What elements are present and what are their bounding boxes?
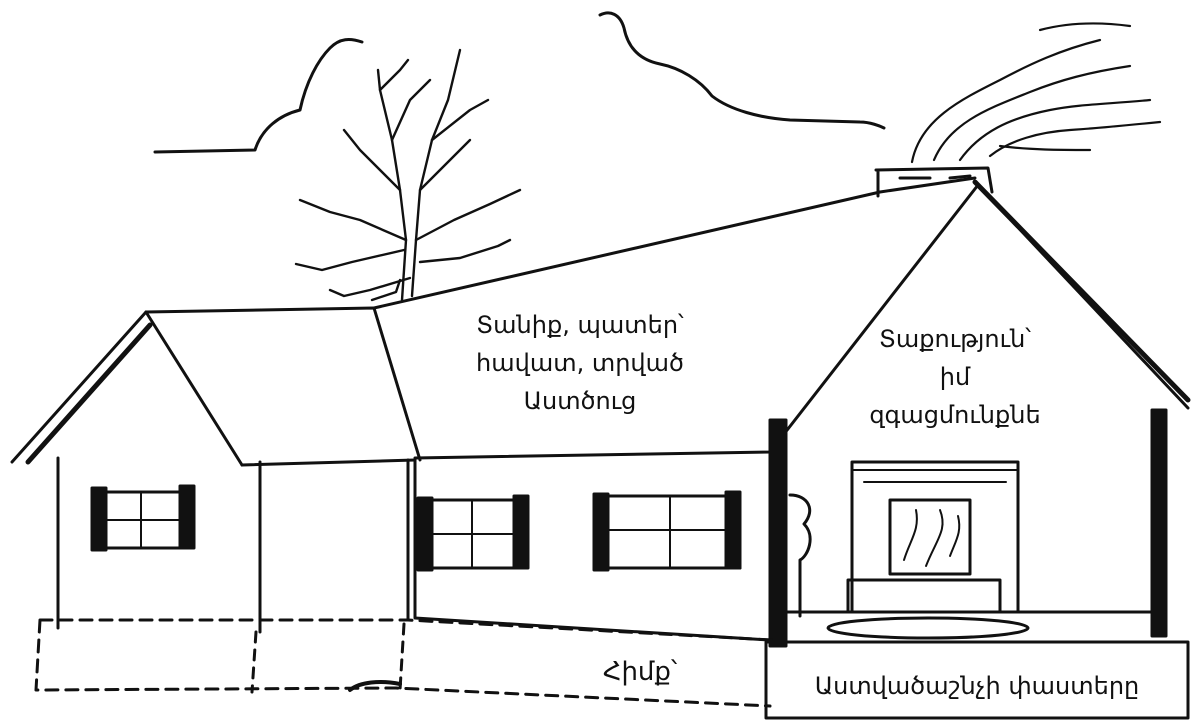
chimney-smoke bbox=[912, 23, 1160, 162]
fireplace bbox=[852, 462, 1018, 612]
room-right-post bbox=[1152, 410, 1166, 636]
left-wing-roof-bottom bbox=[242, 460, 415, 465]
roof-label-line-1: Տանիք, պատեր՝ bbox=[430, 306, 730, 344]
bare-tree bbox=[296, 50, 520, 300]
left-wing-roof-top bbox=[146, 308, 420, 460]
right-cloud bbox=[600, 13, 884, 128]
door-figure bbox=[790, 495, 810, 616]
left-cloud bbox=[155, 40, 362, 152]
left-wing-walls bbox=[58, 458, 408, 632]
warmth-label-line-1: Տաքություն՝ bbox=[820, 320, 1090, 358]
roof-label-line-3: Աստծուց bbox=[430, 382, 730, 420]
room-left-post bbox=[770, 420, 786, 646]
warmth-label: Տաքություն՝ իմ զգացմունքնե bbox=[820, 320, 1090, 434]
foundation-label: Հիմք՝ bbox=[560, 656, 720, 688]
left-wing-eave bbox=[28, 325, 150, 462]
roof-label-line-2: հավատ, տրված bbox=[430, 344, 730, 382]
warmth-label-line-3: զգացմունքնե bbox=[820, 396, 1090, 434]
hearth-rug bbox=[828, 618, 1028, 638]
scripture-facts-label: Աստվածաշնչի փաստերը bbox=[768, 670, 1186, 702]
roof-walls-label: Տանիք, պատեր՝ հավատ, տրված Աստծուց bbox=[430, 306, 730, 420]
warmth-label-line-2: իմ bbox=[820, 358, 1090, 396]
